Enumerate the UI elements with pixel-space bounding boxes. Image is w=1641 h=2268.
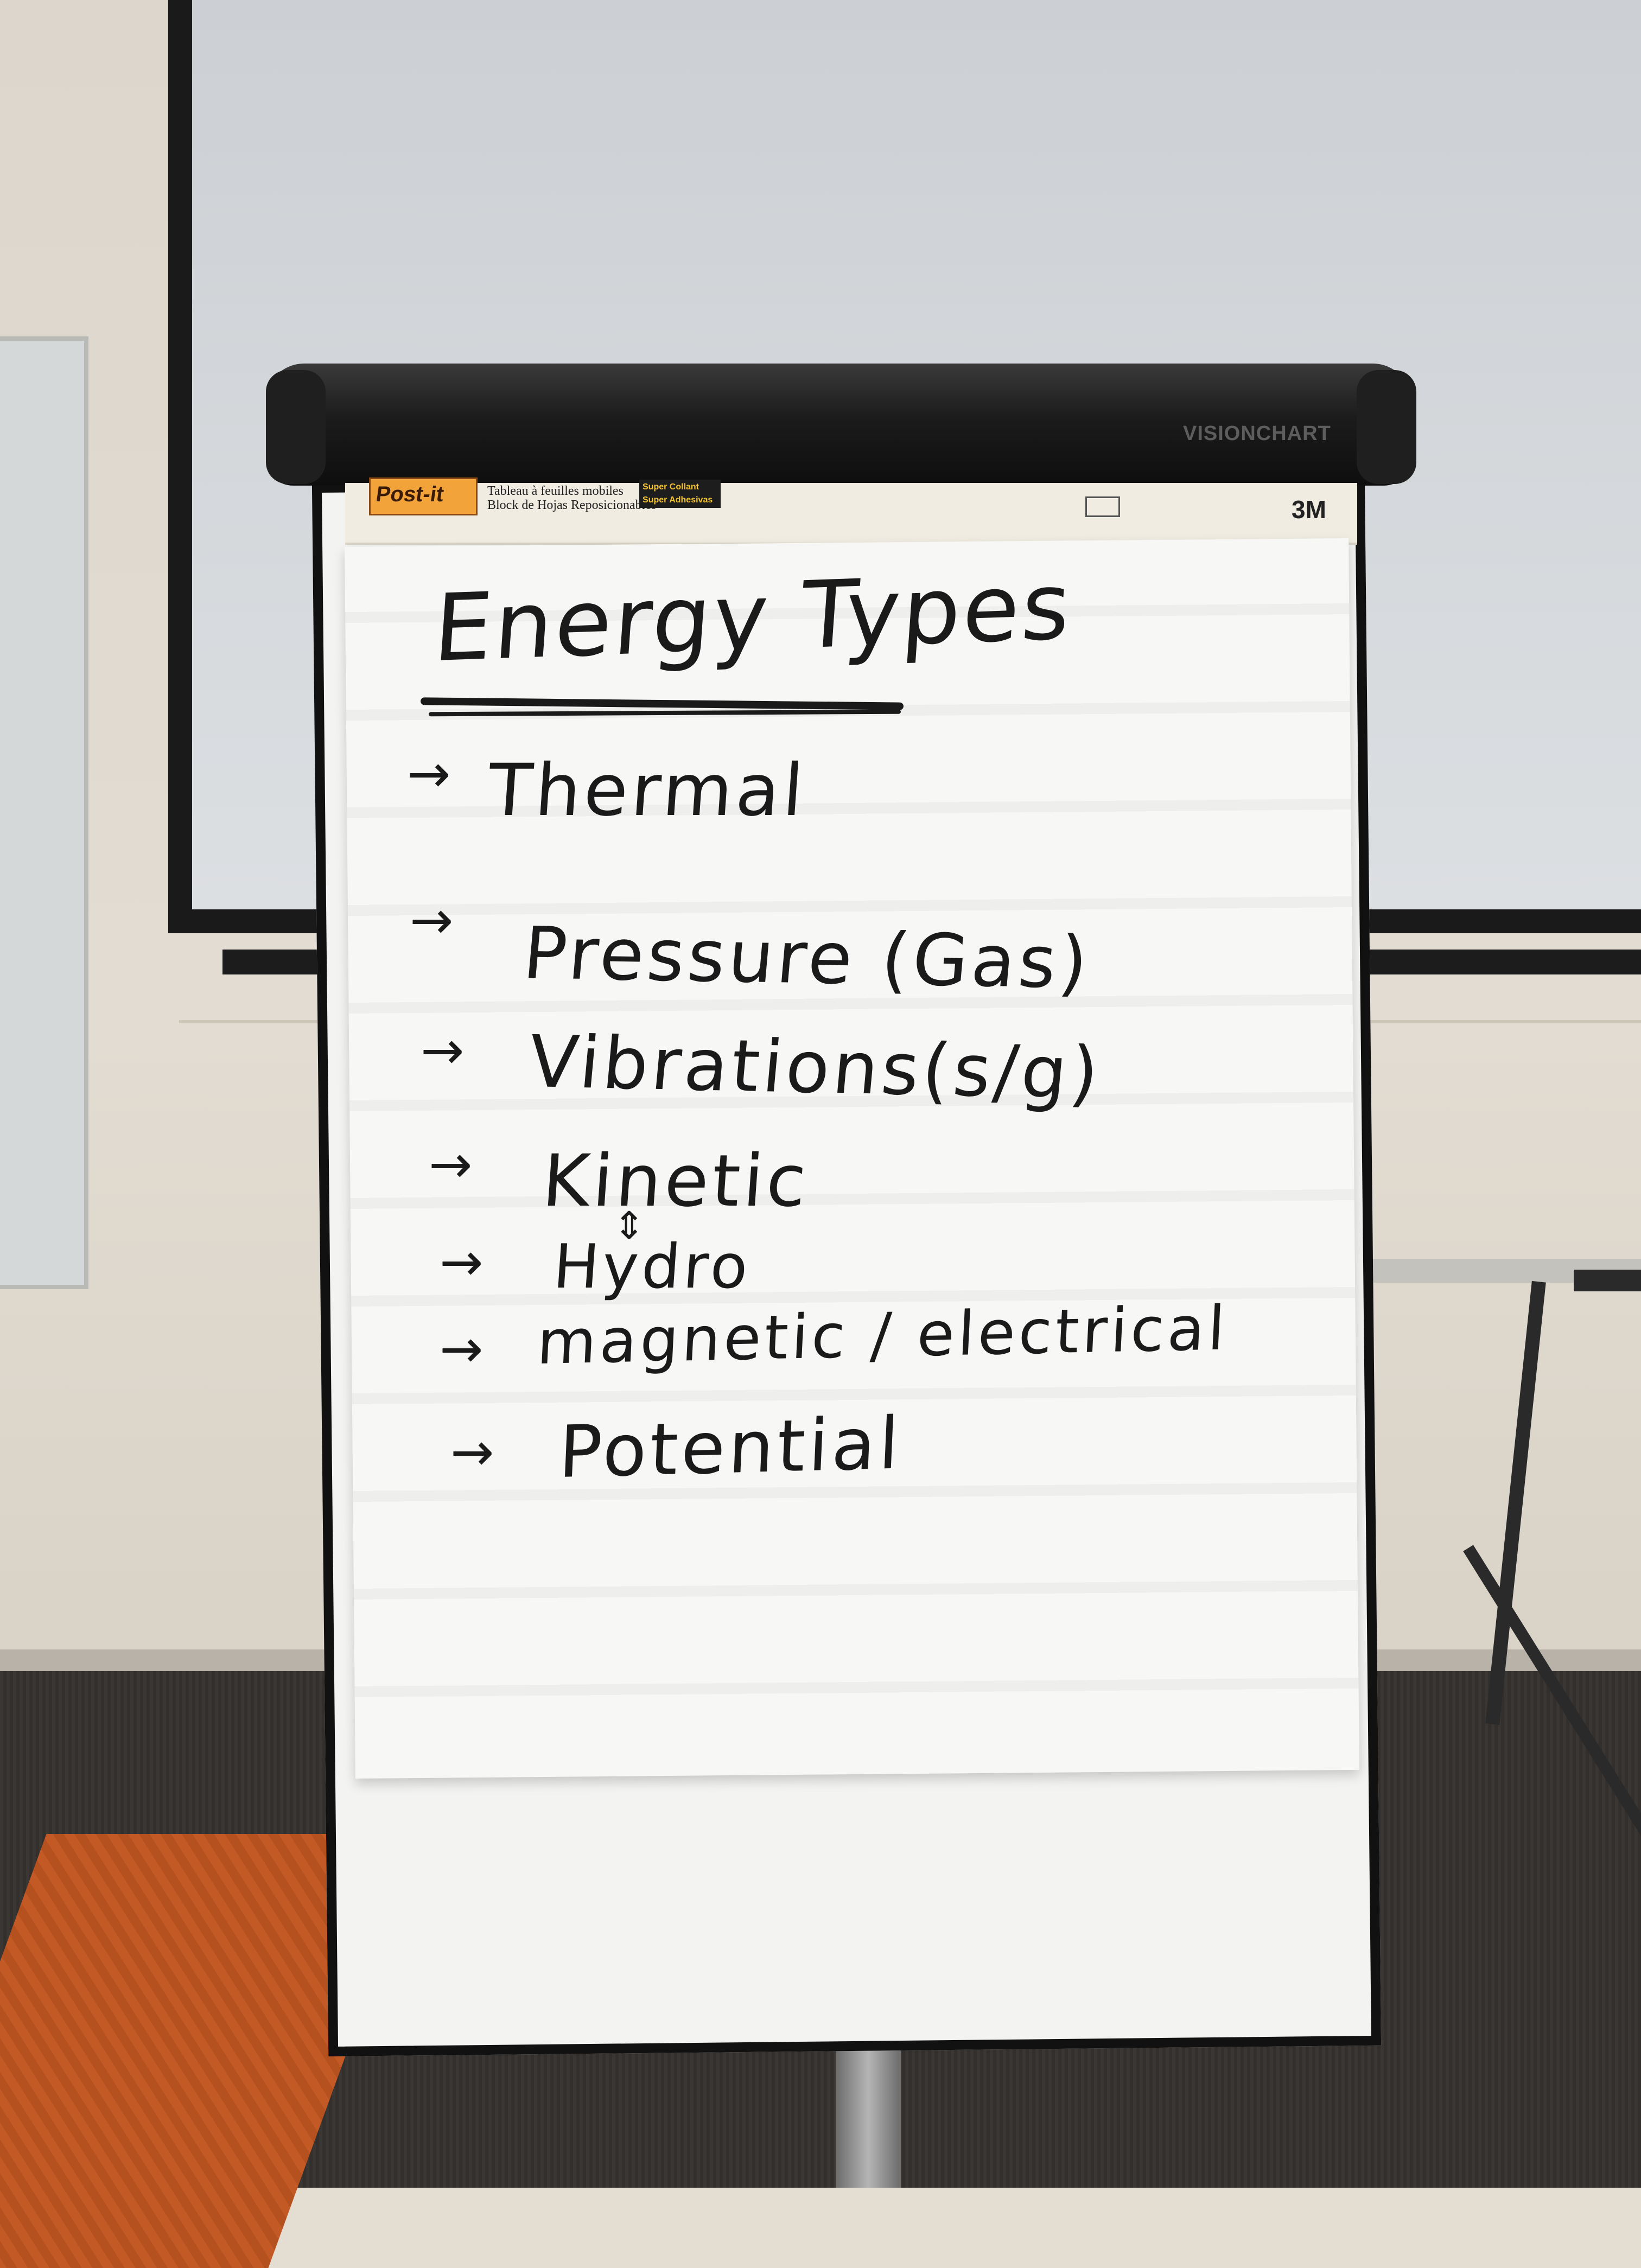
arrow-icon: → — [407, 743, 451, 804]
header-end-cap — [266, 370, 326, 484]
list-item: Kinetic — [539, 1139, 812, 1223]
arrow-icon: → — [450, 1422, 494, 1482]
brand-label: VISIONCHART — [1183, 422, 1331, 445]
arrow-icon: → — [410, 890, 454, 951]
double-arrow-icon: ⇕ — [613, 1203, 645, 1248]
list-item: Vibrations(s/g) — [525, 1020, 1105, 1116]
pad-label-spanish: Block de Hojas Reposicionables — [487, 498, 657, 512]
sheet-creases — [345, 538, 1359, 1779]
post-it-logo: Post-it — [369, 477, 478, 515]
arrow-icon: → — [440, 1318, 484, 1379]
tag-line-1: Super Collant — [643, 482, 699, 492]
list-item: Pressure (Gas) — [520, 912, 1095, 1005]
pad-size-icon — [1085, 496, 1120, 517]
list-item: Potential — [557, 1401, 904, 1495]
list-item: Thermal — [485, 749, 809, 832]
pad-adhesive-tag: Super Collant Super Adhesivas — [639, 480, 721, 508]
arrow-icon: → — [440, 1232, 484, 1292]
arrow-icon: → — [429, 1134, 473, 1195]
flipchart-header-bar — [266, 364, 1411, 486]
maker-logo: 3M — [1292, 495, 1326, 524]
arrow-icon: → — [421, 1020, 465, 1081]
sheet-title: Energy Types — [430, 552, 1076, 683]
wall-whiteboard — [0, 336, 88, 1289]
pad-label-french: Tableau à feuilles mobiles — [487, 484, 624, 498]
chair-seat — [1574, 1270, 1641, 1291]
tag-line-2: Super Adhesivas — [643, 495, 713, 505]
list-item: magnetic / electrical — [535, 1293, 1230, 1379]
list-item: Hydro — [551, 1232, 754, 1302]
header-end-cap — [1357, 370, 1416, 484]
